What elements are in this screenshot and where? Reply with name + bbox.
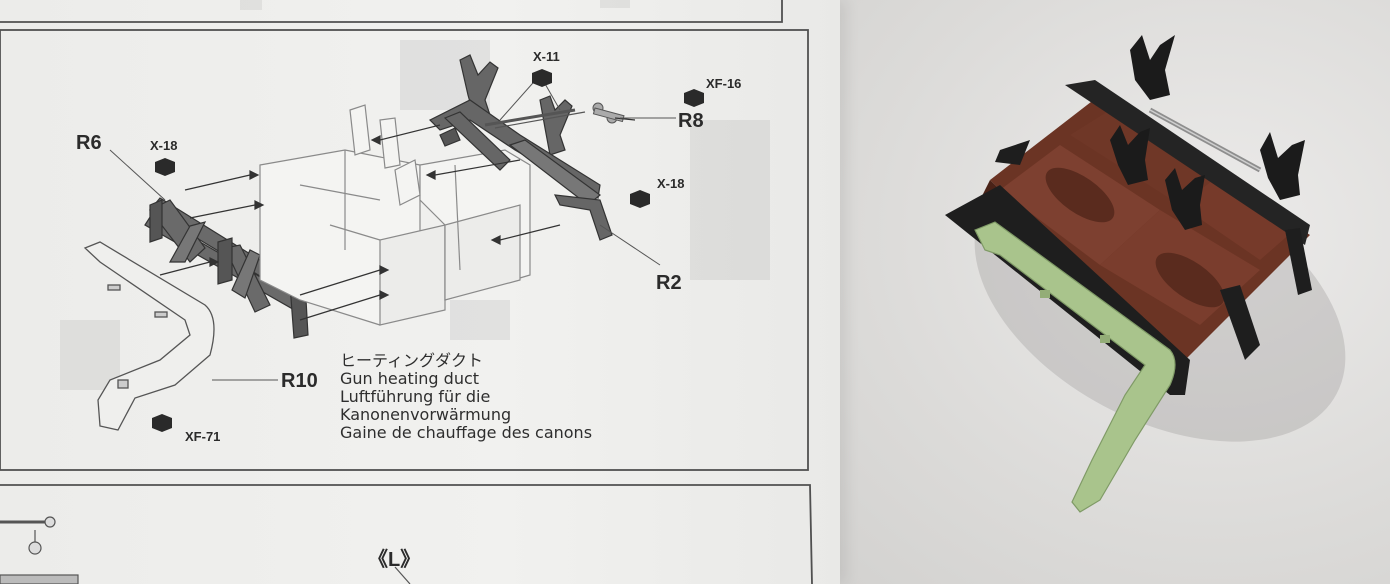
- cradle-drawing: [259, 104, 531, 326]
- lower-panel-label: 《L》: [368, 549, 421, 571]
- assembled-model: [945, 35, 1312, 513]
- paint-code-xf16: XF-16: [706, 76, 742, 91]
- panel-borders: [0, 0, 813, 584]
- r6-frame-drawing: [144, 197, 309, 339]
- r10-description-german-line2: Kanonenvorwärmung: [340, 405, 512, 424]
- r10-description-french: Gaine de chauffage des canons: [340, 423, 593, 442]
- part-label-r2: R2: [656, 272, 682, 294]
- r10-description-german-line1: Luftführung für die: [340, 387, 491, 406]
- r8-part-drawing: [592, 102, 625, 124]
- faint-print: [60, 0, 770, 390]
- paint-code-x18-left: X-18: [150, 138, 178, 153]
- paint-code-x11: X-11: [533, 49, 560, 64]
- axle-rod-drawing: [484, 108, 586, 129]
- r10-description: ヒーティングダクト Gun heating duct Luftführung f…: [340, 352, 592, 442]
- lower-panel-drawing: [0, 516, 411, 584]
- part-label-r6: R6: [76, 132, 102, 154]
- r10-duct-drawing: [83, 241, 215, 431]
- part-label-r8: R8: [678, 110, 704, 132]
- r10-description-japanese: ヒーティングダクト: [340, 351, 484, 370]
- part-label-r10: R10: [281, 370, 318, 392]
- paint-code-x18-right: X-18: [657, 176, 685, 191]
- r10-description-english: Gun heating duct: [340, 369, 480, 388]
- paint-pot-icons: [152, 69, 704, 432]
- assembly-arrows: [159, 117, 636, 321]
- paint-code-xf71: XF-71: [185, 429, 221, 444]
